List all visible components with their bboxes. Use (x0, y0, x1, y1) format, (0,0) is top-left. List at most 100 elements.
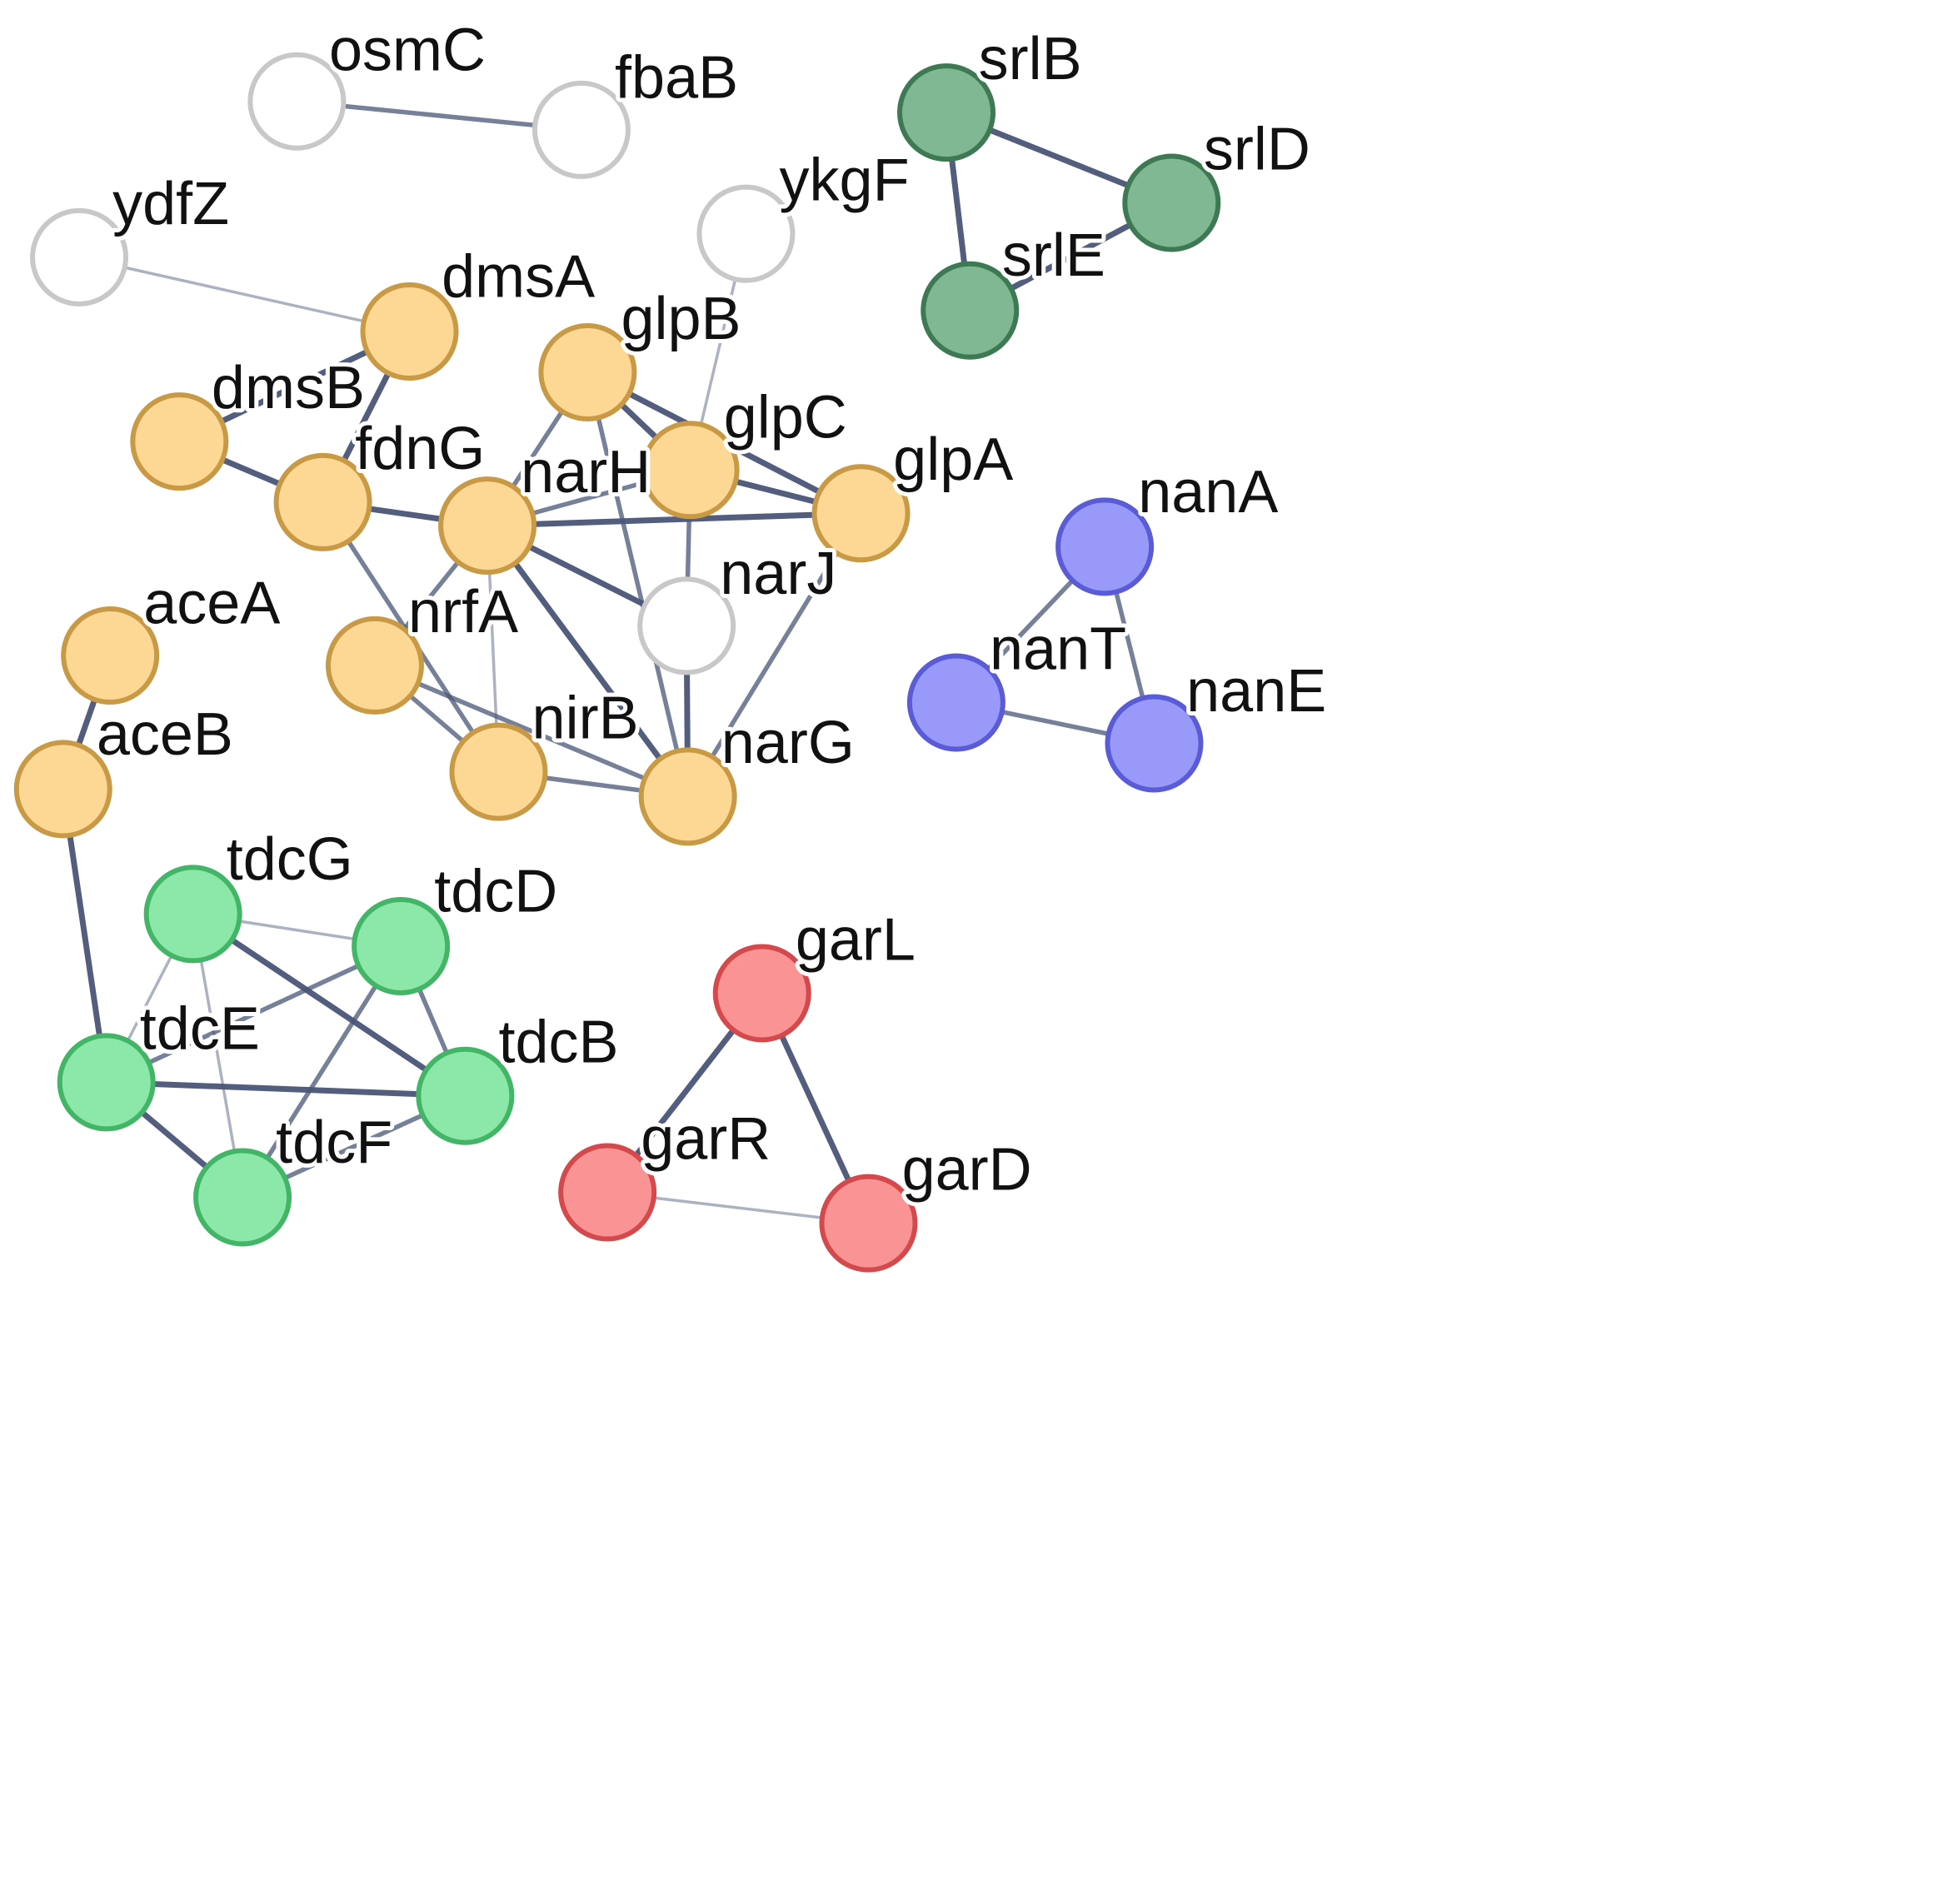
node-tdcD[interactable] (352, 897, 451, 996)
node-circle-garL[interactable] (712, 944, 811, 1043)
node-circle-srlE[interactable] (921, 261, 1020, 360)
node-fdnG[interactable] (273, 452, 372, 551)
node-dmsB[interactable] (130, 392, 229, 491)
edge-tdcD-tdcE (103, 944, 403, 1085)
edge-nrfA-narG (372, 663, 691, 800)
node-circle-narG[interactable] (638, 747, 737, 846)
edge-tdcD-tdcF (240, 944, 403, 1200)
nodes-layer: osmC fbaB ydfZ ykgF narJ srlB srlD srlE dmsA dmsB… (13, 13, 1330, 1273)
node-label-glpB: glpB (621, 286, 741, 352)
node-label-tdcG: tdcG (227, 826, 353, 893)
node-label-nrfA: nrfA (408, 579, 518, 645)
node-dmsA[interactable] (360, 282, 459, 381)
node-circle-aceB[interactable] (13, 740, 112, 839)
node-circle-glpC[interactable] (641, 421, 740, 520)
node-srlE[interactable] (921, 261, 1020, 360)
node-circle-tdcD[interactable] (352, 897, 451, 996)
edge-glpA-narG (685, 511, 864, 800)
node-circle-fdnG[interactable] (273, 452, 372, 551)
node-nanE[interactable] (1105, 694, 1204, 793)
node-label-srlB: srlB (979, 26, 1082, 92)
node-srlD[interactable] (1122, 153, 1221, 252)
node-circle-garD[interactable] (819, 1174, 918, 1273)
node-circle-nanE[interactable] (1105, 694, 1204, 793)
node-label-narG: narG (721, 710, 855, 776)
node-circle-ydfZ[interactable] (30, 207, 129, 307)
edge-narH-narG (484, 522, 691, 800)
node-garR[interactable] (558, 1143, 657, 1242)
node-narG[interactable] (638, 747, 737, 846)
node-label-dmsB: dmsB (212, 355, 365, 421)
node-label-osmC: osmC (329, 17, 486, 84)
node-label-narH: narH (521, 439, 651, 506)
node-narH[interactable] (438, 476, 537, 576)
edge-aceB-tdcE (60, 785, 110, 1085)
node-circle-garR[interactable] (558, 1143, 657, 1242)
edge-tdcE-tdcB (103, 1079, 468, 1099)
node-nirB[interactable] (449, 722, 548, 821)
node-label-garR: garR (641, 1105, 771, 1172)
node-label-nanA: nanA (1138, 459, 1278, 526)
node-aceB[interactable] (13, 740, 112, 839)
node-circle-tdcG[interactable] (143, 865, 242, 964)
node-label-ykgF: ykgF (780, 147, 910, 214)
node-label-tdcD: tdcD (434, 858, 557, 925)
node-narJ[interactable] (637, 576, 736, 675)
node-ykgF[interactable] (696, 184, 796, 283)
node-circle-dmsA[interactable] (360, 282, 459, 381)
node-glpC[interactable] (641, 421, 740, 520)
node-ydfZ[interactable] (30, 207, 129, 307)
node-circle-tdcB[interactable] (416, 1046, 515, 1145)
node-nanT[interactable] (906, 653, 1005, 752)
node-label-narJ: narJ (720, 541, 836, 607)
edge-ydfZ-dmsA (77, 256, 412, 333)
node-label-tdcE: tdcE (140, 995, 260, 1062)
node-circle-nrfA[interactable] (325, 616, 424, 715)
node-circle-nanA[interactable] (1055, 497, 1155, 596)
node-circle-srlB[interactable] (897, 63, 996, 162)
node-circle-nirB[interactable] (449, 722, 548, 821)
node-label-aceB: aceB (97, 701, 233, 768)
node-srlB[interactable] (897, 63, 996, 162)
node-label-srlE: srlE (1002, 222, 1105, 289)
node-label-dmsA: dmsA (442, 243, 595, 310)
node-glpA[interactable] (811, 464, 911, 563)
node-nanA[interactable] (1055, 497, 1155, 596)
node-circle-osmC[interactable] (247, 52, 347, 151)
node-circle-srlD[interactable] (1122, 153, 1221, 252)
node-fbaB[interactable] (531, 80, 631, 179)
node-osmC[interactable] (247, 52, 347, 151)
node-circle-tdcE[interactable] (57, 1033, 156, 1132)
node-garD[interactable] (819, 1174, 918, 1273)
node-circle-narJ[interactable] (637, 576, 736, 675)
node-circle-tdcF[interactable] (193, 1148, 292, 1247)
node-garL[interactable] (712, 944, 811, 1043)
node-circle-nanT[interactable] (906, 653, 1005, 752)
node-label-glpA: glpA (893, 426, 1013, 493)
node-label-garD: garD (902, 1137, 1032, 1204)
node-circle-dmsB[interactable] (130, 392, 229, 491)
node-circle-glpA[interactable] (811, 464, 911, 563)
node-label-fbaB: fbaB (615, 44, 738, 111)
node-glpB[interactable] (538, 322, 637, 421)
node-tdcE[interactable] (57, 1033, 156, 1132)
node-label-nanT: nanT (990, 616, 1126, 682)
node-tdcF[interactable] (193, 1148, 292, 1247)
node-label-ydfZ: ydfZ (112, 171, 229, 237)
node-aceA[interactable] (61, 606, 160, 705)
node-label-fdnG: fdnG (355, 416, 485, 482)
node-circle-aceA[interactable] (61, 606, 160, 705)
node-tdcG[interactable] (143, 865, 242, 964)
node-tdcB[interactable] (416, 1046, 515, 1145)
labels-layer: osmC fbaB ydfZ ykgF narJ srlB srlD srlE dmsA dmsB… (92, 13, 1330, 1208)
node-label-nirB: nirB (532, 685, 639, 752)
node-circle-narH[interactable] (438, 476, 537, 576)
node-nrfA[interactable] (325, 616, 424, 715)
node-circle-glpB[interactable] (538, 322, 637, 421)
edge-glpB-narG (585, 370, 691, 800)
node-circle-ykgF[interactable] (696, 184, 796, 283)
node-label-aceA: aceA (143, 570, 280, 636)
node-label-srlD: srlD (1204, 116, 1310, 182)
node-circle-fbaB[interactable] (531, 80, 631, 179)
